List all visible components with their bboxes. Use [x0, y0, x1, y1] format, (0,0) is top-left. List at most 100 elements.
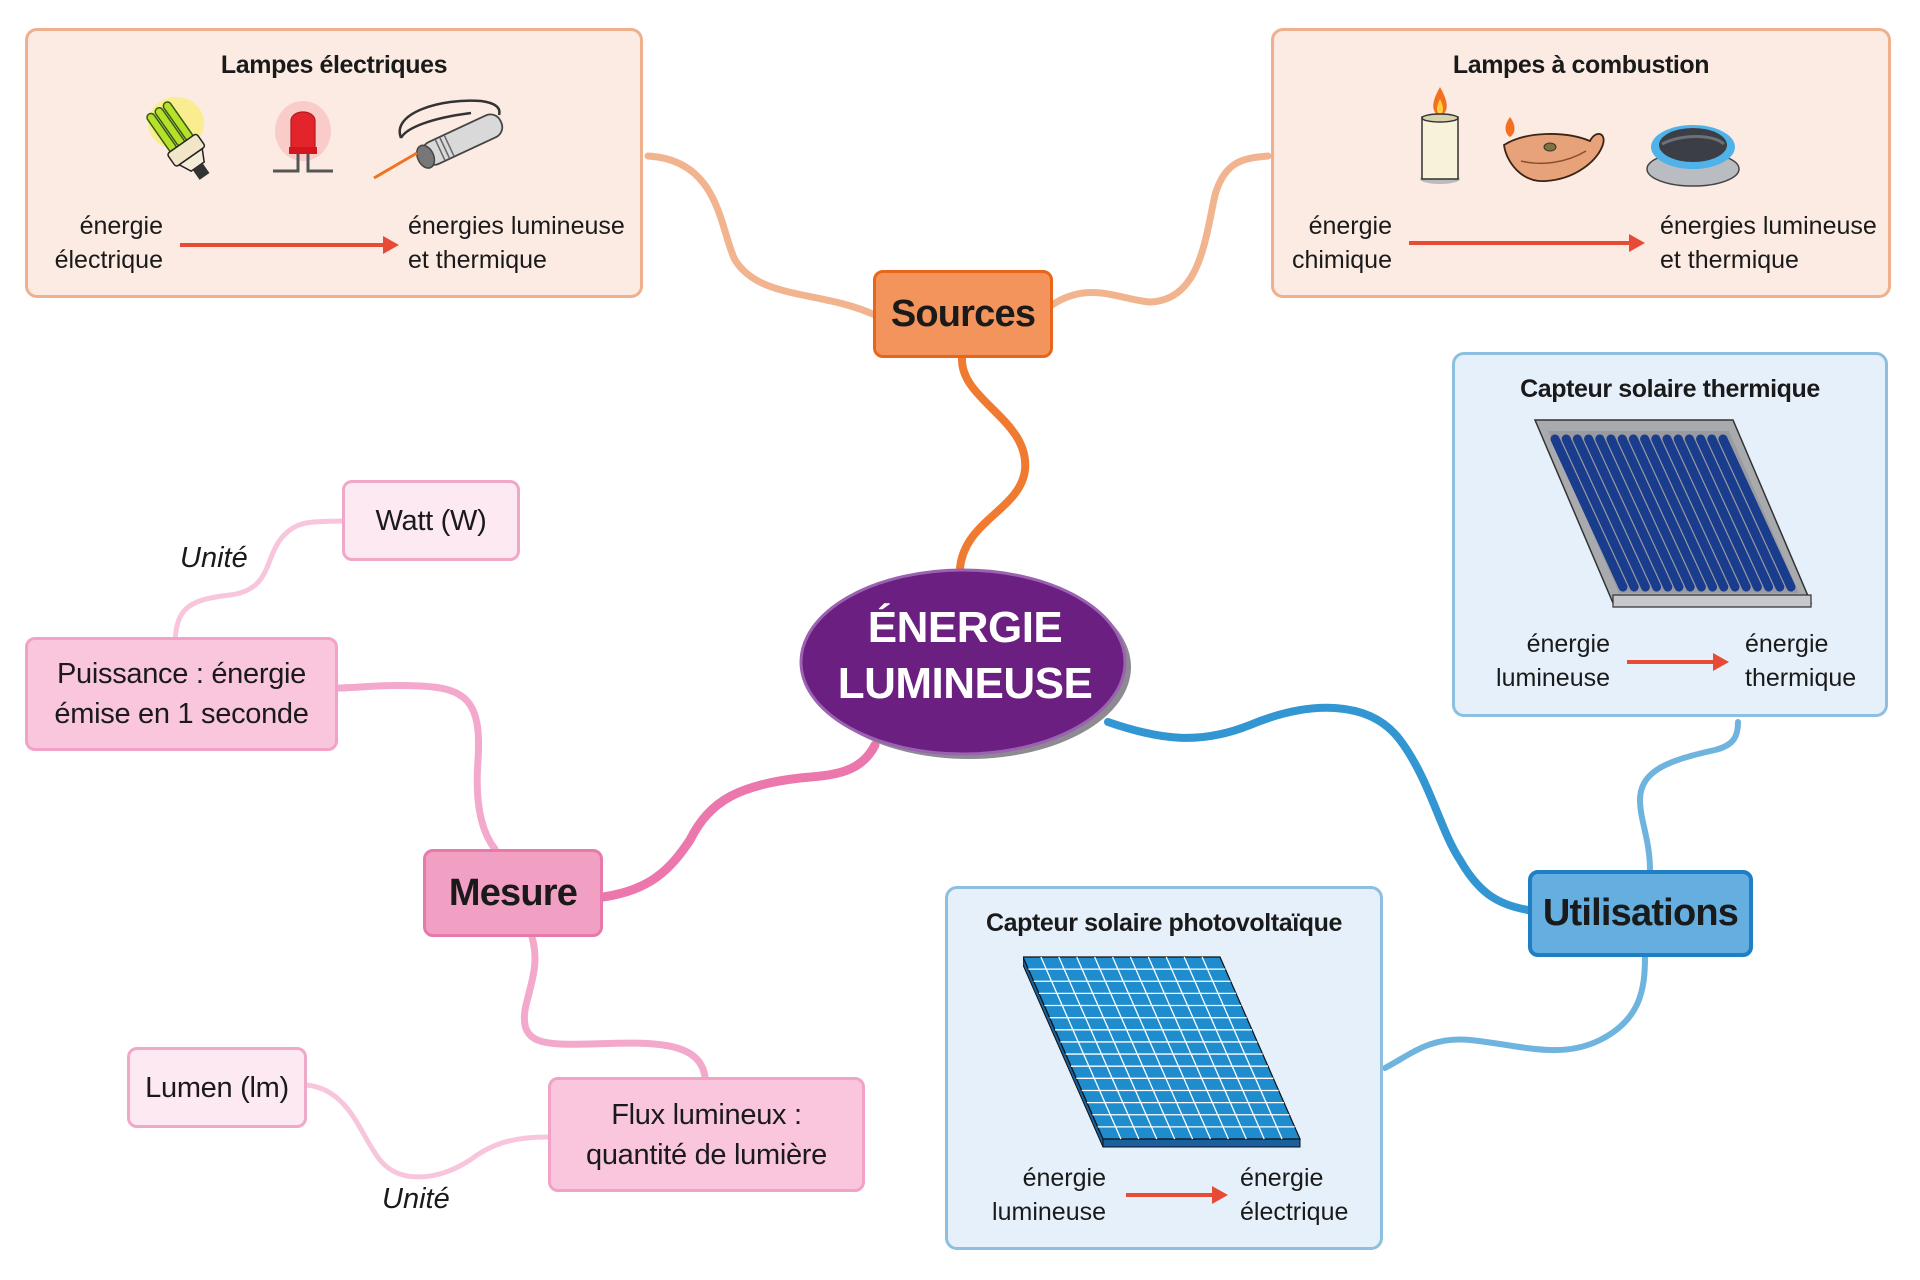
pv-grid-line [1058, 956, 1140, 1140]
conversion-output-line1: énergie [1745, 630, 1829, 658]
collector-tube [1628, 434, 1706, 592]
pv-grid-line [1183, 956, 1265, 1140]
red-led-icon [273, 101, 333, 173]
node-puissance-line1: Puissance : énergie [56, 658, 306, 690]
conversion-arrow [180, 236, 399, 254]
collector-tube [1584, 434, 1662, 592]
pv-grid-line [1201, 956, 1283, 1140]
node-flux-line1: Flux lumineux : [611, 1098, 802, 1131]
edge-label-unite-puissance: Unité [180, 542, 248, 574]
panel-title: Lampes à combustion [1452, 51, 1710, 79]
conversion-input: énergie lumineuse [948, 1161, 1106, 1229]
pv-cell-grid [1028, 956, 1295, 1140]
node-sources[interactable]: Sources [873, 270, 1053, 358]
collector-tube [1696, 434, 1774, 592]
panel-lampes-electriques: Lampes électriques énergie [25, 28, 643, 298]
panel-capteur-photovoltaique: Capteur solaire photovoltaïque énergie l… [945, 886, 1383, 1250]
collector-tube [1718, 434, 1796, 592]
node-puissance-line2: émise en 1 seconde [54, 698, 309, 730]
node-watt[interactable]: Watt (W) [342, 480, 520, 561]
conversion-output-line1: énergies lumineuse [408, 212, 625, 240]
conversion-input: énergie chimique [1274, 209, 1392, 277]
collector-tubes [1550, 434, 1796, 592]
pv-grid-line [1040, 956, 1122, 1140]
node-flux-lumineux[interactable]: Flux lumineux : quantité de lumière [548, 1077, 865, 1192]
conversion-input: énergie électrique [28, 209, 163, 277]
pv-grid-line [1165, 956, 1247, 1140]
conversion-output: énergie thermique [1745, 627, 1856, 695]
link-sources-lampes-electriques [644, 152, 879, 319]
conversion-input-line2: électrique [54, 246, 163, 274]
collector-tube [1606, 434, 1684, 592]
collector-tube [1595, 434, 1673, 592]
conversion-output-line2: thermique [1745, 664, 1857, 692]
laser-pointer-icon [373, 99, 504, 180]
conversion-output-line2: et thermique [1660, 246, 1799, 274]
pv-grid-line [1094, 956, 1176, 1140]
panel-title: Lampes électriques [220, 51, 448, 79]
panel-title: Capteur solaire thermique [1520, 375, 1820, 403]
node-sources-label: Sources [890, 292, 1036, 335]
link-flux-lumen [304, 1082, 551, 1180]
center-node[interactable] [798, 567, 1132, 760]
pv-grid-line [1129, 956, 1212, 1140]
node-utilisations-label: Utilisations [1542, 892, 1739, 934]
conversion-input-line1: énergie [1022, 1164, 1106, 1192]
node-utilisations[interactable]: Utilisations [1528, 870, 1753, 957]
collector-tube [1640, 434, 1718, 592]
link-sources-lampes-combustion [1048, 152, 1272, 309]
center-node-label: ÉNERGIE LUMINEUSE [798, 600, 1132, 712]
conversion-output-line1: énergie [1240, 1164, 1324, 1192]
collector-tube [1651, 434, 1729, 592]
conversion-arrow [1627, 653, 1729, 671]
link-utilisations-thermique [1636, 719, 1741, 873]
conversion-arrow [1126, 1186, 1228, 1204]
panel-title: Capteur solaire photovoltaïque [985, 909, 1343, 937]
conversion-input-line1: énergie [1308, 212, 1392, 240]
conversion-input-line1: énergie [1526, 630, 1610, 658]
link-center-mesure [598, 740, 880, 902]
link-center-sources [956, 354, 1030, 572]
conversion-output-line2: et thermique [408, 246, 547, 274]
collector-tube [1561, 434, 1639, 592]
panel-lampes-combustion: Lampes à combustion énergie chimique éne… [1271, 28, 1891, 298]
link-mesure-flux [520, 933, 709, 1081]
collector-tube [1707, 434, 1785, 592]
conversion-input: énergie lumineuse [1455, 627, 1610, 695]
pv-grid-line [1111, 956, 1194, 1140]
conversion-output-line2: électrique [1240, 1198, 1349, 1226]
solar-thermal-collector-icon [1533, 419, 1813, 608]
compact-fluorescent-bulb-icon [146, 97, 210, 180]
node-lumen[interactable]: Lumen (lm) [127, 1047, 307, 1128]
conversion-input-line2: chimique [1291, 246, 1392, 274]
center-node-line2: LUMINEUSE [837, 659, 1093, 708]
conversion-output: énergie électrique [1240, 1161, 1348, 1229]
conversion-input-line2: lumineuse [1496, 664, 1610, 692]
link-mesure-puissance [334, 681, 499, 853]
candle-icon [1420, 87, 1460, 184]
link-puissance-watt [172, 518, 345, 652]
conversion-output: énergies lumineuse et thermique [408, 209, 625, 277]
conversion-input-line1: énergie [79, 212, 163, 240]
node-lumen-label: Lumen (lm) [145, 1071, 289, 1104]
node-watt-label: Watt (W) [375, 504, 487, 537]
collector-tube [1617, 434, 1695, 592]
node-mesure[interactable]: Mesure [423, 849, 603, 937]
collector-tube [1572, 434, 1650, 592]
link-center-utilisations [1104, 703, 1532, 914]
node-puissance[interactable]: Puissance : énergie émise en 1 seconde [25, 637, 338, 751]
conversion-output-line1: énergies lumineuse [1660, 212, 1877, 240]
center-node-ellipse [799, 568, 1127, 756]
gas-burner-icon [1646, 125, 1740, 187]
oil-lamp-icon [1503, 117, 1605, 182]
center-node-line1: ÉNERGIE [867, 603, 1063, 652]
conversion-input-line2: lumineuse [992, 1198, 1106, 1226]
conversion-arrow [1409, 234, 1645, 252]
edge-label-unite-flux: Unité [382, 1183, 450, 1215]
collector-tube [1550, 434, 1628, 592]
collector-tube [1673, 434, 1751, 592]
pv-grid-line [1147, 956, 1229, 1140]
panel-capteur-thermique: Capteur solaire thermique énergie lumine… [1452, 352, 1888, 717]
node-flux-line2: quantité de lumière [586, 1138, 827, 1171]
